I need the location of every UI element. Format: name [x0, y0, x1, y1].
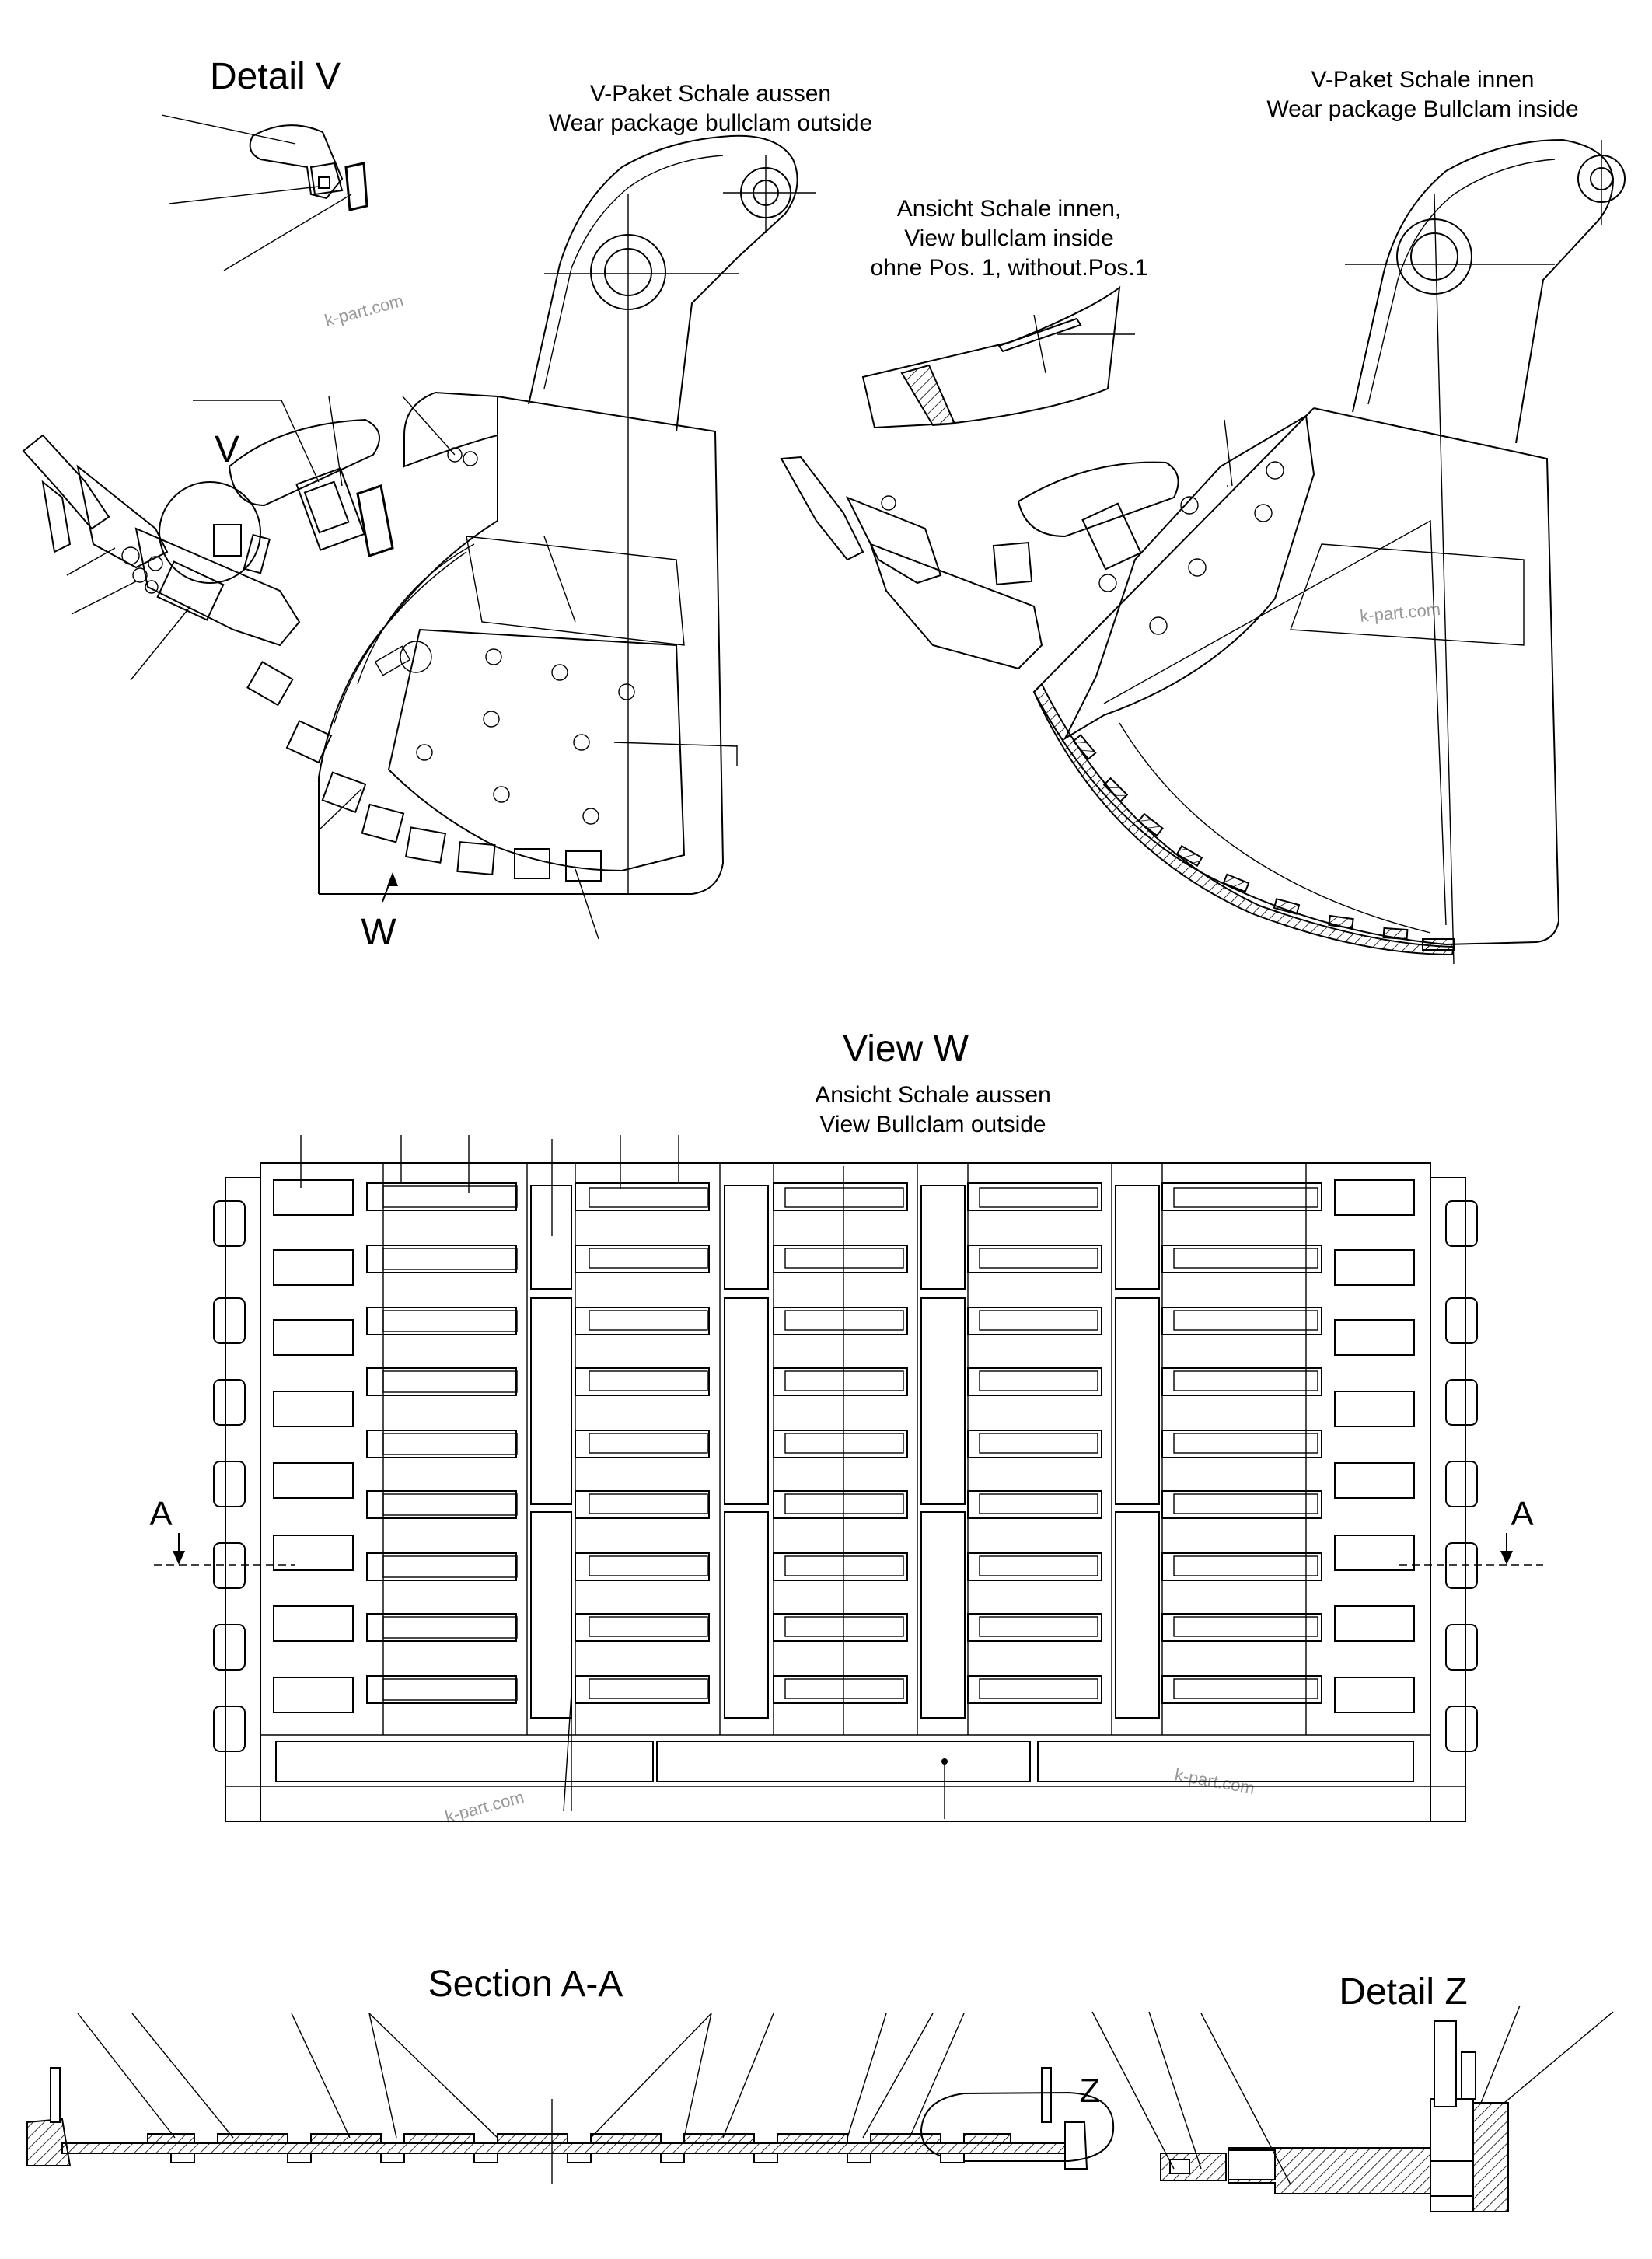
- detail-z-title: Detail Z: [1339, 1971, 1467, 2013]
- bucket-outside-drawing: [22, 134, 816, 940]
- section-a-left-letter: A: [149, 1495, 173, 1533]
- view-inside-label-3: ohne Pos. 1, without.Pos.1: [871, 255, 1148, 281]
- detail-z-drawing: [1091, 2005, 1614, 2212]
- view-w-title: View W: [843, 1028, 969, 1070]
- view-inside-small-drawing: [861, 285, 1135, 429]
- wear-outside-de-label: V-Paket Schale aussen: [590, 81, 831, 106]
- section-aa-plates: [147, 2133, 1011, 2163]
- view-w-drawing: [154, 1135, 1543, 1822]
- watermark-2: k-part.com: [1359, 599, 1441, 626]
- section-aa-drawing: [26, 2013, 1115, 2184]
- detail-v-callout-letter: V: [215, 429, 239, 470]
- wear-outside-en-label: Wear package bullclam outside: [549, 110, 872, 136]
- view-w-en-label: View Bullclam outside: [819, 1112, 1046, 1137]
- outside-wear-blocks: [246, 661, 602, 882]
- view-inside-label-1: Ansicht Schale innen,: [897, 196, 1122, 222]
- inside-bolt-holes: [1098, 461, 1284, 635]
- view-w-wear-bars: [366, 1182, 1322, 1704]
- detail-z-callout-letter: Z: [1080, 2072, 1101, 2110]
- view-w-vertical-strips: [530, 1185, 1160, 1719]
- wear-inside-de-label: V-Paket Schale innen: [1311, 67, 1535, 93]
- view-w-bottom-bars: [275, 1741, 1414, 1782]
- view-w-de-label: Ansicht Schale aussen: [815, 1082, 1051, 1108]
- outside-bolt-holes: [416, 447, 635, 825]
- detail-v-title: Detail V: [210, 56, 341, 97]
- wear-inside-en-label: Wear package Bullclam inside: [1266, 96, 1578, 122]
- section-a-right-letter: A: [1511, 1495, 1534, 1533]
- inside-liner-segments: [1072, 734, 1455, 951]
- view-w-right-edge-blocks: [1445, 1200, 1478, 1752]
- bucket-inside-drawing: [780, 138, 1626, 965]
- detail-v-drawing: [161, 114, 368, 271]
- view-w-left-edge-blocks: [213, 1200, 246, 1752]
- view-w-outer-column-blocks: [273, 1179, 1415, 1713]
- view-w-callout-letter: W: [361, 912, 396, 953]
- view-inside-label-2: View bullclam inside: [904, 225, 1114, 251]
- section-aa-title: Section A-A: [428, 1964, 623, 2005]
- watermark-1: k-part.com: [323, 291, 406, 330]
